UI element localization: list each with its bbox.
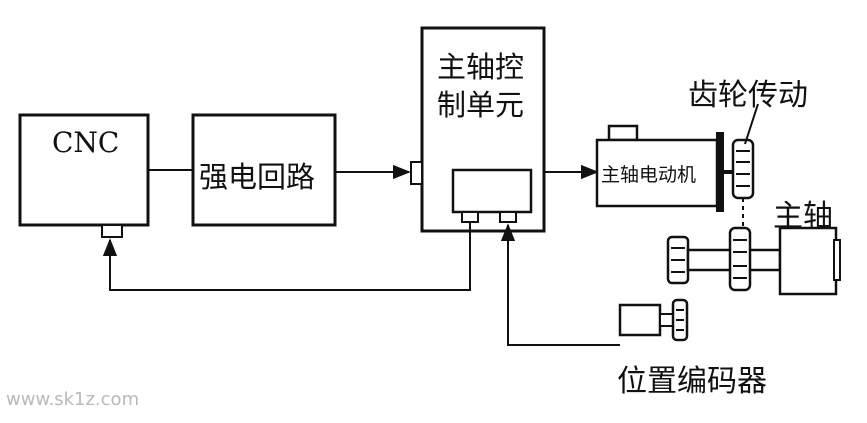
motor-body [595, 138, 719, 208]
encoder-to-control-arrow [500, 223, 620, 346]
spindle-driven-gear [728, 226, 752, 292]
feedback-to-cnc-arrow [102, 222, 471, 291]
watermark: www.sk1z.com [6, 389, 140, 410]
drive-gear [731, 138, 755, 200]
spindle-control-label-line2: 制单元 [437, 88, 525, 122]
position-encoder-label: 位置编码器 [617, 364, 767, 399]
cnc-label: CNC [52, 126, 120, 159]
cnc-block [18, 113, 150, 227]
power-circuit-label: 强电回路 [199, 160, 316, 194]
feedback-port-left [461, 211, 479, 223]
gear-drive-label: 齿轮传动 [688, 78, 808, 113]
motor-cap [607, 124, 639, 142]
spindle-motor-label: 主轴电动机 [601, 164, 697, 186]
feedback-module [451, 168, 533, 214]
motor-flange [716, 132, 724, 212]
spindle-housing [778, 226, 838, 296]
encoder-body [618, 303, 662, 337]
gear-label-leader [744, 103, 759, 145]
feedback-port-right [499, 211, 517, 223]
spindle-label: 主轴 [773, 199, 833, 234]
spindle-control-label-line1: 主轴控 [437, 50, 525, 84]
power-circuit-block [191, 113, 337, 227]
spindle-control-input-port [410, 161, 423, 185]
spindle-housing-lug [833, 239, 841, 281]
cnc-port [101, 224, 123, 238]
